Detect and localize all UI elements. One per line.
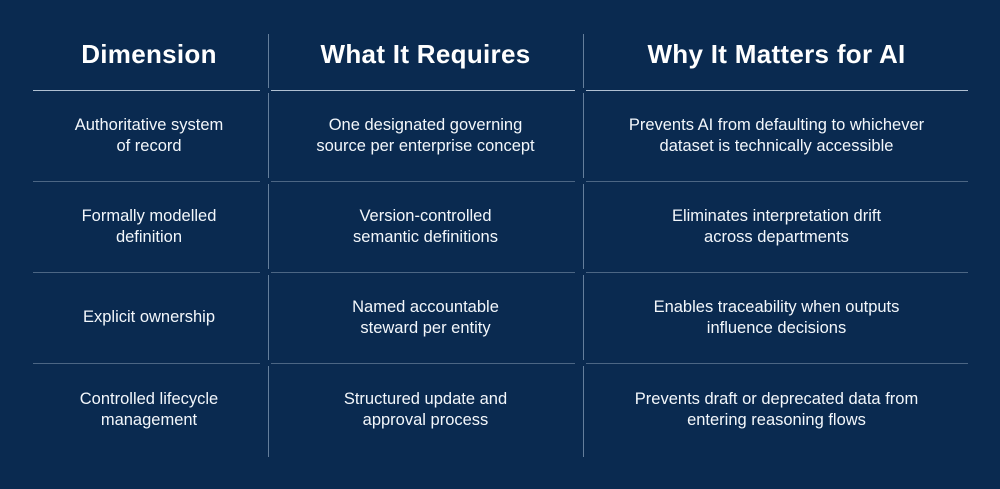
table-cell-r3-requires: Named accountable steward per entity <box>268 272 584 364</box>
table-cell-r1-matters: Prevents AI from defaulting to whichever… <box>583 90 970 182</box>
column-header-matters: Why It Matters for AI <box>583 18 970 91</box>
table-cell-r3-matters: Enables traceability when outputs influe… <box>583 272 970 364</box>
table-cell-r2-dimension: Formally modelled definition <box>30 181 269 273</box>
table-grid: Dimension What It Requires Why It Matter… <box>30 18 970 457</box>
table-cell-r3-dimension: Explicit ownership <box>30 272 269 364</box>
table-cell-r4-dimension: Controlled lifecycle management <box>30 363 269 457</box>
column-header-dimension: Dimension <box>30 18 269 91</box>
table-cell-r1-dimension: Authoritative system of record <box>30 90 269 182</box>
column-header-requires: What It Requires <box>268 18 584 91</box>
table-cell-r4-requires: Structured update and approval process <box>268 363 584 457</box>
table-cell-r2-requires: Version-controlled semantic definitions <box>268 181 584 273</box>
table-cell-r2-matters: Eliminates interpretation drift across d… <box>583 181 970 273</box>
table-cell-r4-matters: Prevents draft or deprecated data from e… <box>634 390 919 429</box>
table-cell-r1-requires: One designated governing source per ente… <box>268 90 584 182</box>
